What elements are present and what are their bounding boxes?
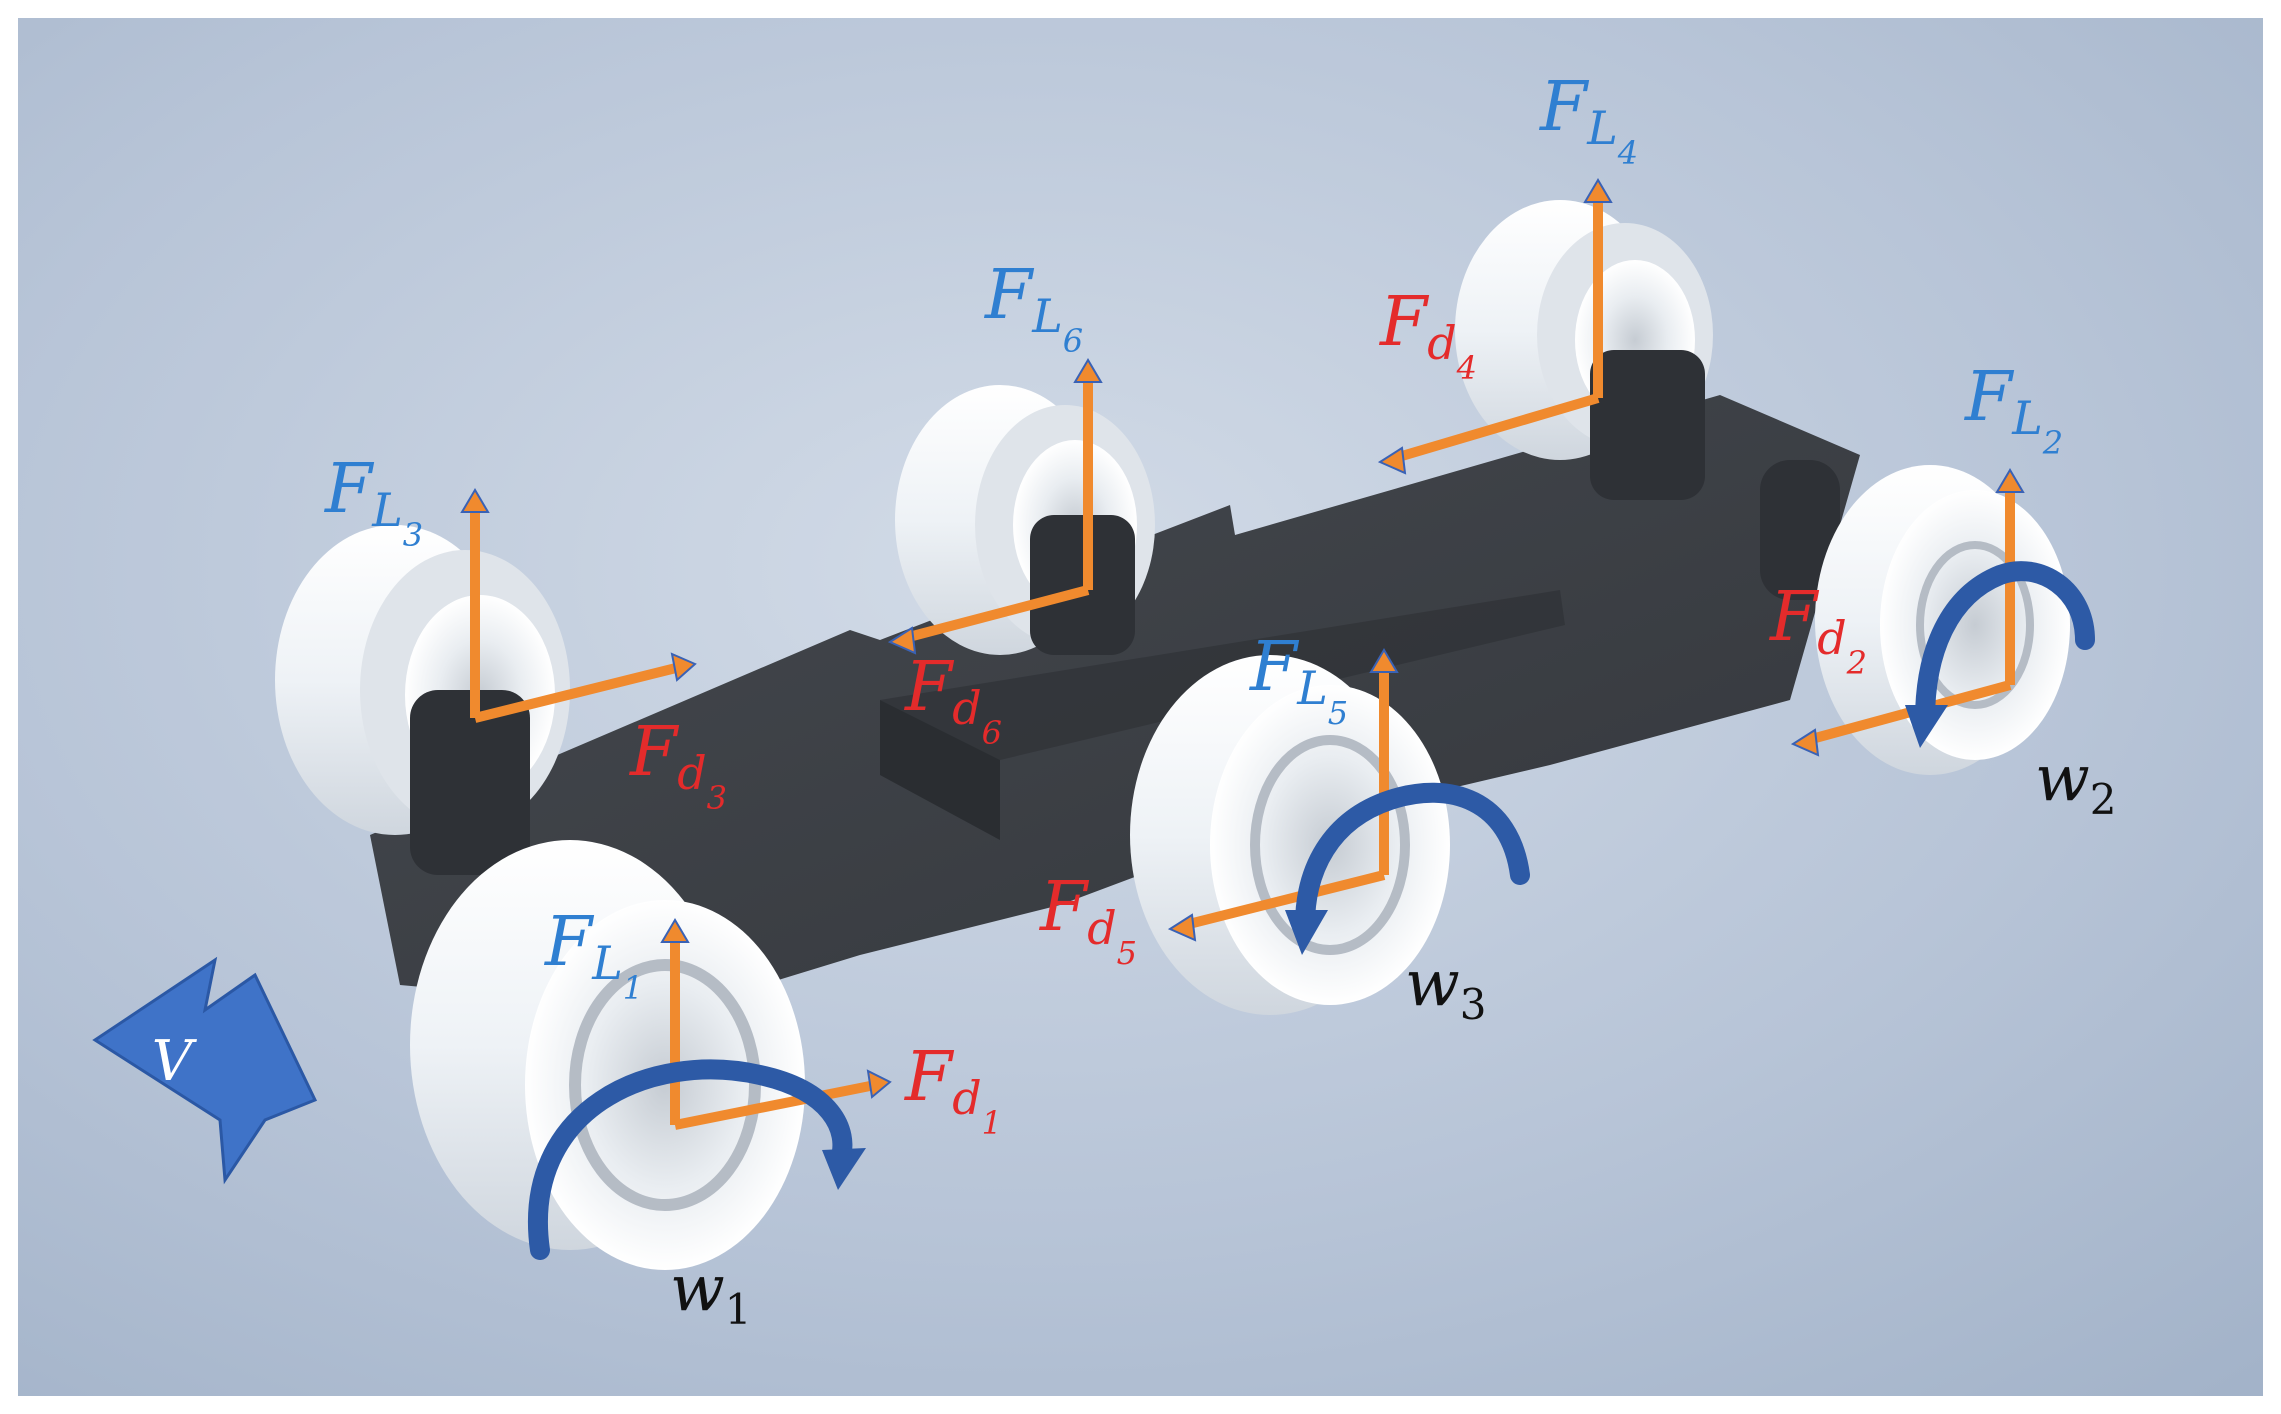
force-arrows [470,195,2015,1130]
label-FL3: FL3 [323,450,423,554]
wheel-6 [895,385,1155,655]
rotation-arrow-1 [528,1059,853,1260]
rotation-arrow-3 [1295,782,1530,935]
label-Fd1: Fd1 [903,1038,1002,1142]
rotation-arrows [528,561,2095,1260]
drag-arrow-6 [903,585,1090,643]
label-w1: w1 [670,1252,752,1334]
arrow-heads [460,178,2025,1099]
label-Fd2: Fd2 [1768,578,1867,682]
wheel-4 [1455,200,1713,500]
label-w3: w3 [1405,947,1487,1029]
label-w2: w2 [2035,742,2117,824]
rotation-arrow-2 [1915,561,2095,730]
label-FL2: FL2 [1963,358,2063,462]
wheel-1 [410,840,805,1270]
drag-arrow-1 [674,1080,876,1130]
label-Fd6: Fd6 [903,648,1002,752]
label-FL6: FL6 [983,256,1083,360]
label-Fd4: Fd4 [1378,283,1477,387]
label-FL5: FL5 [1248,628,1348,732]
label-Fd3: Fd3 [628,713,727,817]
label-FL1: FL1 [543,903,643,1007]
rotation-arrow-heads [822,705,1948,1190]
drag-arrow-5 [1183,870,1386,930]
drag-arrow-3 [473,662,682,723]
drag-arrow-4 [1393,393,1600,463]
velocity-label: V [152,1029,198,1094]
velocity-arrow [92,956,318,1185]
labels: V FL3 FL6 FL4 FL2 FL5 FL1 Fd3 Fd6 Fd4 Fd… [152,68,2117,1334]
label-FL4: FL4 [1538,68,1638,172]
wheel-3 [275,525,570,875]
label-Fd5: Fd5 [1038,868,1137,972]
